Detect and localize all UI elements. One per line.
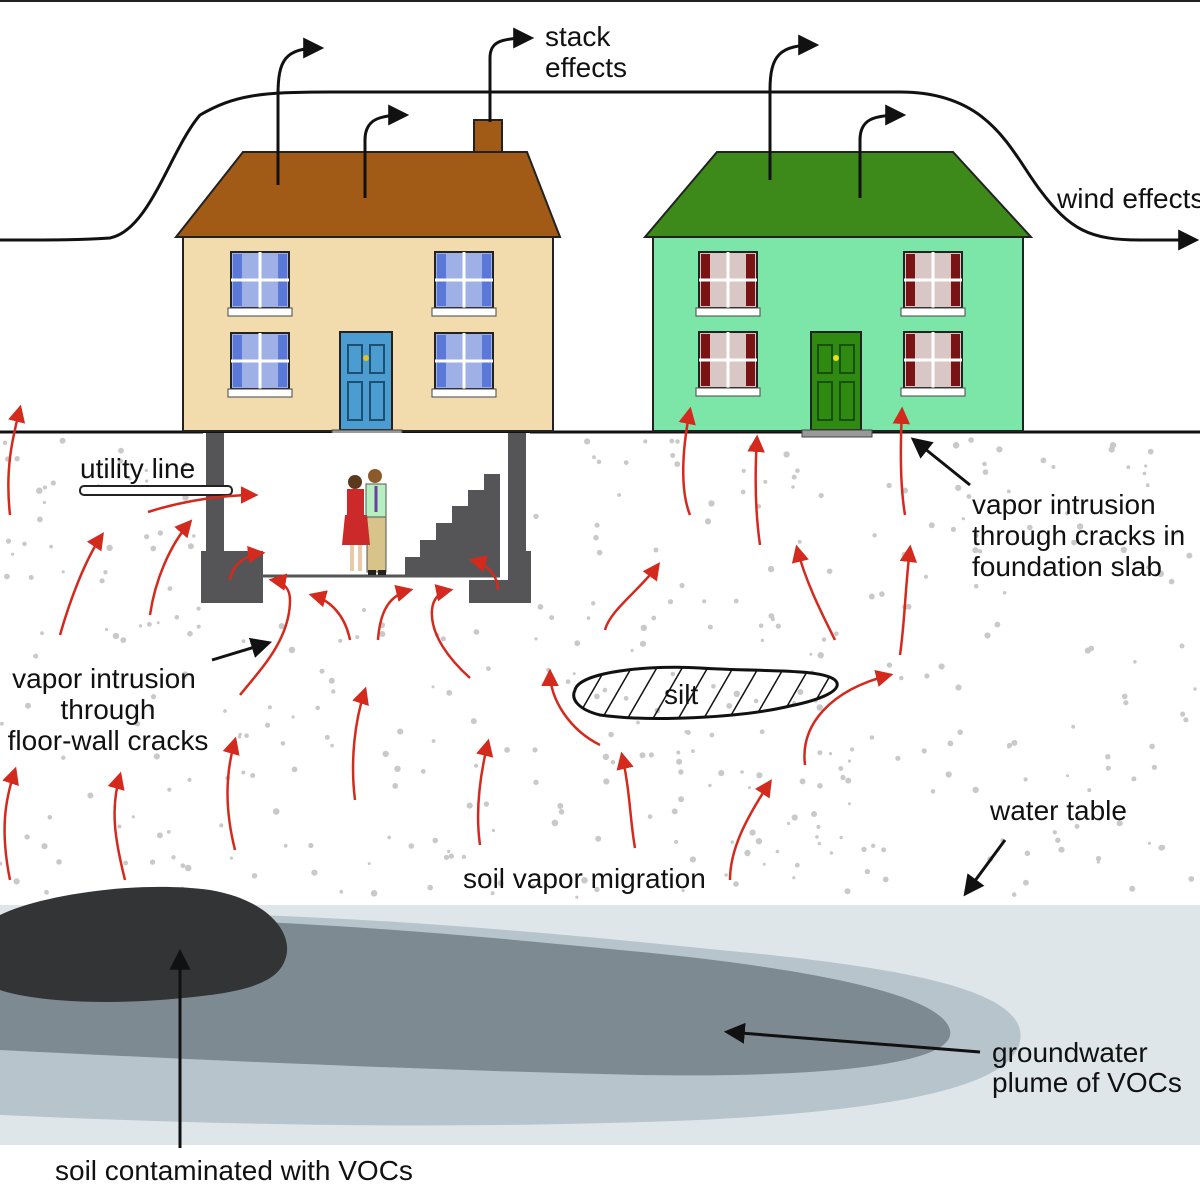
vapor-arrow-icon [430,584,471,679]
label-soil-vapor: soil vapor migration [463,863,706,894]
vapor-arrow-icon [222,736,240,851]
vapor-arrow-icon [791,544,837,641]
house-right-door [810,331,862,431]
label-utility-line: utility line [80,453,195,484]
silt-lens [572,665,839,720]
label-slab-line3: foundation slab [972,551,1162,582]
stack-effect-arrows [276,27,907,198]
vapor-arrow-icon [468,555,500,591]
house-left [173,119,562,438]
house-left-roof [173,151,562,238]
label-slab-line1: vapor intrusion [972,489,1156,520]
air-flow-arrow-icon [363,104,410,198]
window-icon [431,332,497,398]
window-icon [695,331,761,397]
house-right [642,151,1034,438]
vapor-arrow-icon [747,434,765,546]
window-icon [900,251,966,317]
label-wind: wind effects [1056,183,1200,214]
vapor-arrow-icon [351,686,369,801]
groundwater-zone [0,886,1200,1145]
vapor-arrow-icon [107,771,127,881]
basement-stairs [405,474,500,576]
vapor-arrow-icon [541,668,601,747]
vapor-arrow-icon [7,404,26,516]
window-icon [695,251,761,317]
basement-wall-right [508,433,526,551]
pointer-arrow-icon [963,839,1007,897]
house-right-roof [642,151,1034,238]
vapor-arrow-icon [148,519,193,616]
window-icon [227,251,293,317]
vapor-arrow-icon [239,573,292,696]
label-floor-line2: through [61,694,156,725]
pointer-arrow-icon [723,1022,981,1054]
vapor-arrow-icon [803,669,894,766]
air-flow-arrow-icon [276,37,325,185]
vapor-arrows [2,404,918,881]
label-gw-line1: groundwater [992,1037,1148,1068]
label-gw-line2: plume of VOCs [992,1067,1182,1098]
window-icon [431,251,497,317]
label-soil-voc: soil contaminated with VOCs [55,1155,413,1186]
label-floor-line1: vapor intrusion [12,663,196,694]
label-water-table: water table [989,795,1127,826]
window-icon [227,332,293,398]
vapor-arrow-icon [603,562,661,631]
vapor-arrow-icon [2,766,19,881]
utility-line-pipe [79,485,233,496]
vapor-arrow-icon [898,544,918,656]
vapor-arrow-icon [147,486,259,514]
air-flow-arrow-icon [858,104,907,198]
window-icon [900,331,966,397]
pointer-arrows [169,437,1007,1148]
person-icon [365,469,387,575]
vapor-arrow-icon [376,584,414,641]
vapor-arrow-icon [58,532,104,636]
house-left-door [339,331,393,431]
label-floor-line3: floor-wall cracks [8,725,209,756]
label-silt: silt [664,679,698,710]
label-stack-line1: stack [545,21,611,52]
label-slab-line2: through cracks in [972,520,1185,551]
labels: stack effects wind effects utility line … [8,21,1200,1186]
vapor-arrow-icon [228,545,266,581]
air-flow-arrow-icon [768,34,820,180]
wind-flow-line [0,90,1200,251]
vapor-arrow-icon [308,590,352,641]
soil-contaminated-mass [0,886,288,1002]
vapor-arrow-icon [678,406,696,516]
vapor-arrow-icon [728,779,772,881]
pointer-arrow-icon [211,637,273,662]
vapor-arrow-icon [616,751,637,849]
air-flow-arrow-icon [488,27,535,122]
pointer-arrow-icon [910,437,971,487]
vapor-arrow-icon [892,406,911,516]
label-stack-line2: effects [545,52,627,83]
person-icon [342,475,370,571]
vapor-arrow-icon [476,738,494,846]
